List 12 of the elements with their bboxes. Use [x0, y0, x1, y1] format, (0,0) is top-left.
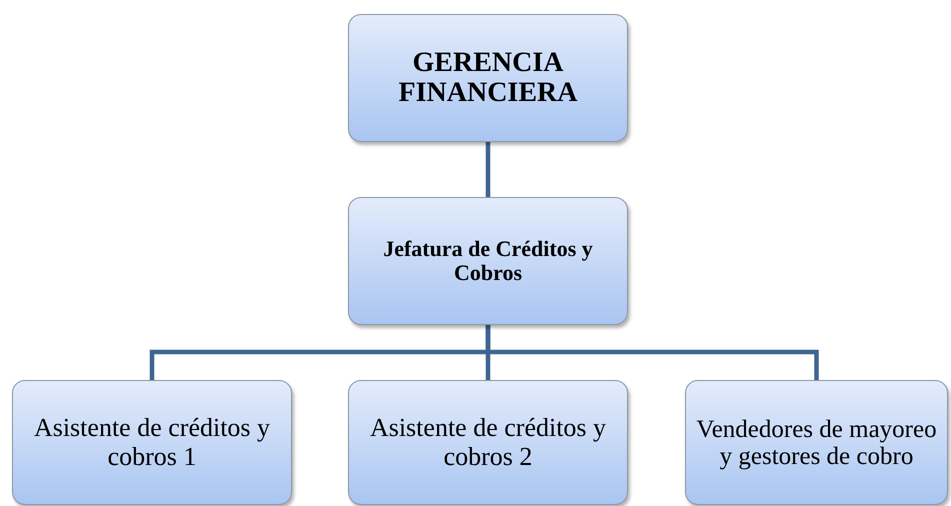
- org-chart-box: [348, 197, 628, 325]
- org-chart-box: [685, 380, 948, 505]
- connector-line: [486, 142, 490, 197]
- org-chart-box: [348, 380, 628, 505]
- box-label: Jefatura de Créditos y Cobros: [382, 237, 594, 285]
- box-label: Asistente de créditos y cobros 1: [32, 414, 272, 471]
- connector-line: [486, 325, 819, 380]
- org-chart-box: [348, 14, 628, 142]
- box-label: GERENCIA FINANCIERA: [398, 48, 578, 108]
- org-chart-box: [12, 380, 292, 505]
- box-label: Vendedores de mayoreo y gestores de cobro: [695, 416, 938, 470]
- box-label: Asistente de créditos y cobros 2: [368, 414, 608, 471]
